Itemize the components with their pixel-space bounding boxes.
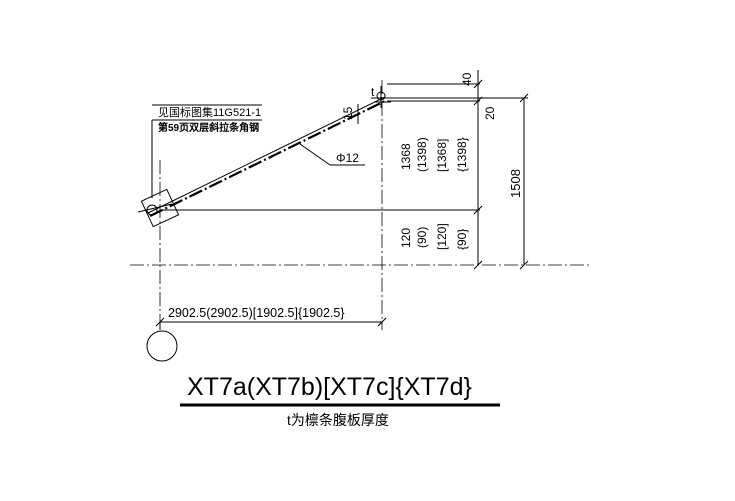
tick-total-top [519, 93, 529, 103]
dim-lower-d: {90} [455, 229, 469, 250]
tick-purlin [473, 205, 483, 215]
dim-upper-b: (1398) [415, 137, 429, 172]
slope-dimension: 15 [341, 106, 355, 120]
drawing-title: XT7a(XT7b)[XT7c]{XT7d} [187, 373, 472, 401]
reference-note-line1: 见国标图集11G521-1 [158, 105, 261, 119]
dim-lower-a: 120 [399, 228, 413, 248]
tick-mid [473, 96, 483, 106]
tick-h-right [377, 317, 387, 327]
dim-lower-b: (90) [415, 227, 429, 248]
dim-upper-d: {1398} [455, 137, 469, 172]
bottom-bolt-axis [137, 203, 173, 213]
tick-total-bottom [519, 260, 529, 270]
tick-bottom [473, 260, 483, 270]
bar-label-leader [299, 143, 331, 166]
axis-bubble [146, 330, 178, 362]
tie-rod-line [147, 96, 386, 214]
thickness-label: t [371, 85, 375, 99]
dim-lower-c: [120] [435, 223, 449, 250]
drawing-subtitle: t为檩条腹板厚度 [287, 412, 389, 428]
reference-note-line2: 第59页双层斜拉条角钢 [158, 121, 259, 134]
dim-upper-c: [1368] [435, 139, 449, 172]
dim-upper-a: 1368 [399, 143, 413, 170]
tick-top [473, 79, 483, 89]
bottom-connection-plate [140, 188, 180, 228]
horizontal-dimension: 2902.5(2902.5)[1902.5]{1902.5} [168, 306, 345, 320]
dim-20: 20 [483, 106, 497, 120]
bar-size-label: Φ12 [336, 151, 359, 165]
dim-total: 1508 [508, 169, 523, 198]
dim-40: 40 [460, 72, 474, 86]
